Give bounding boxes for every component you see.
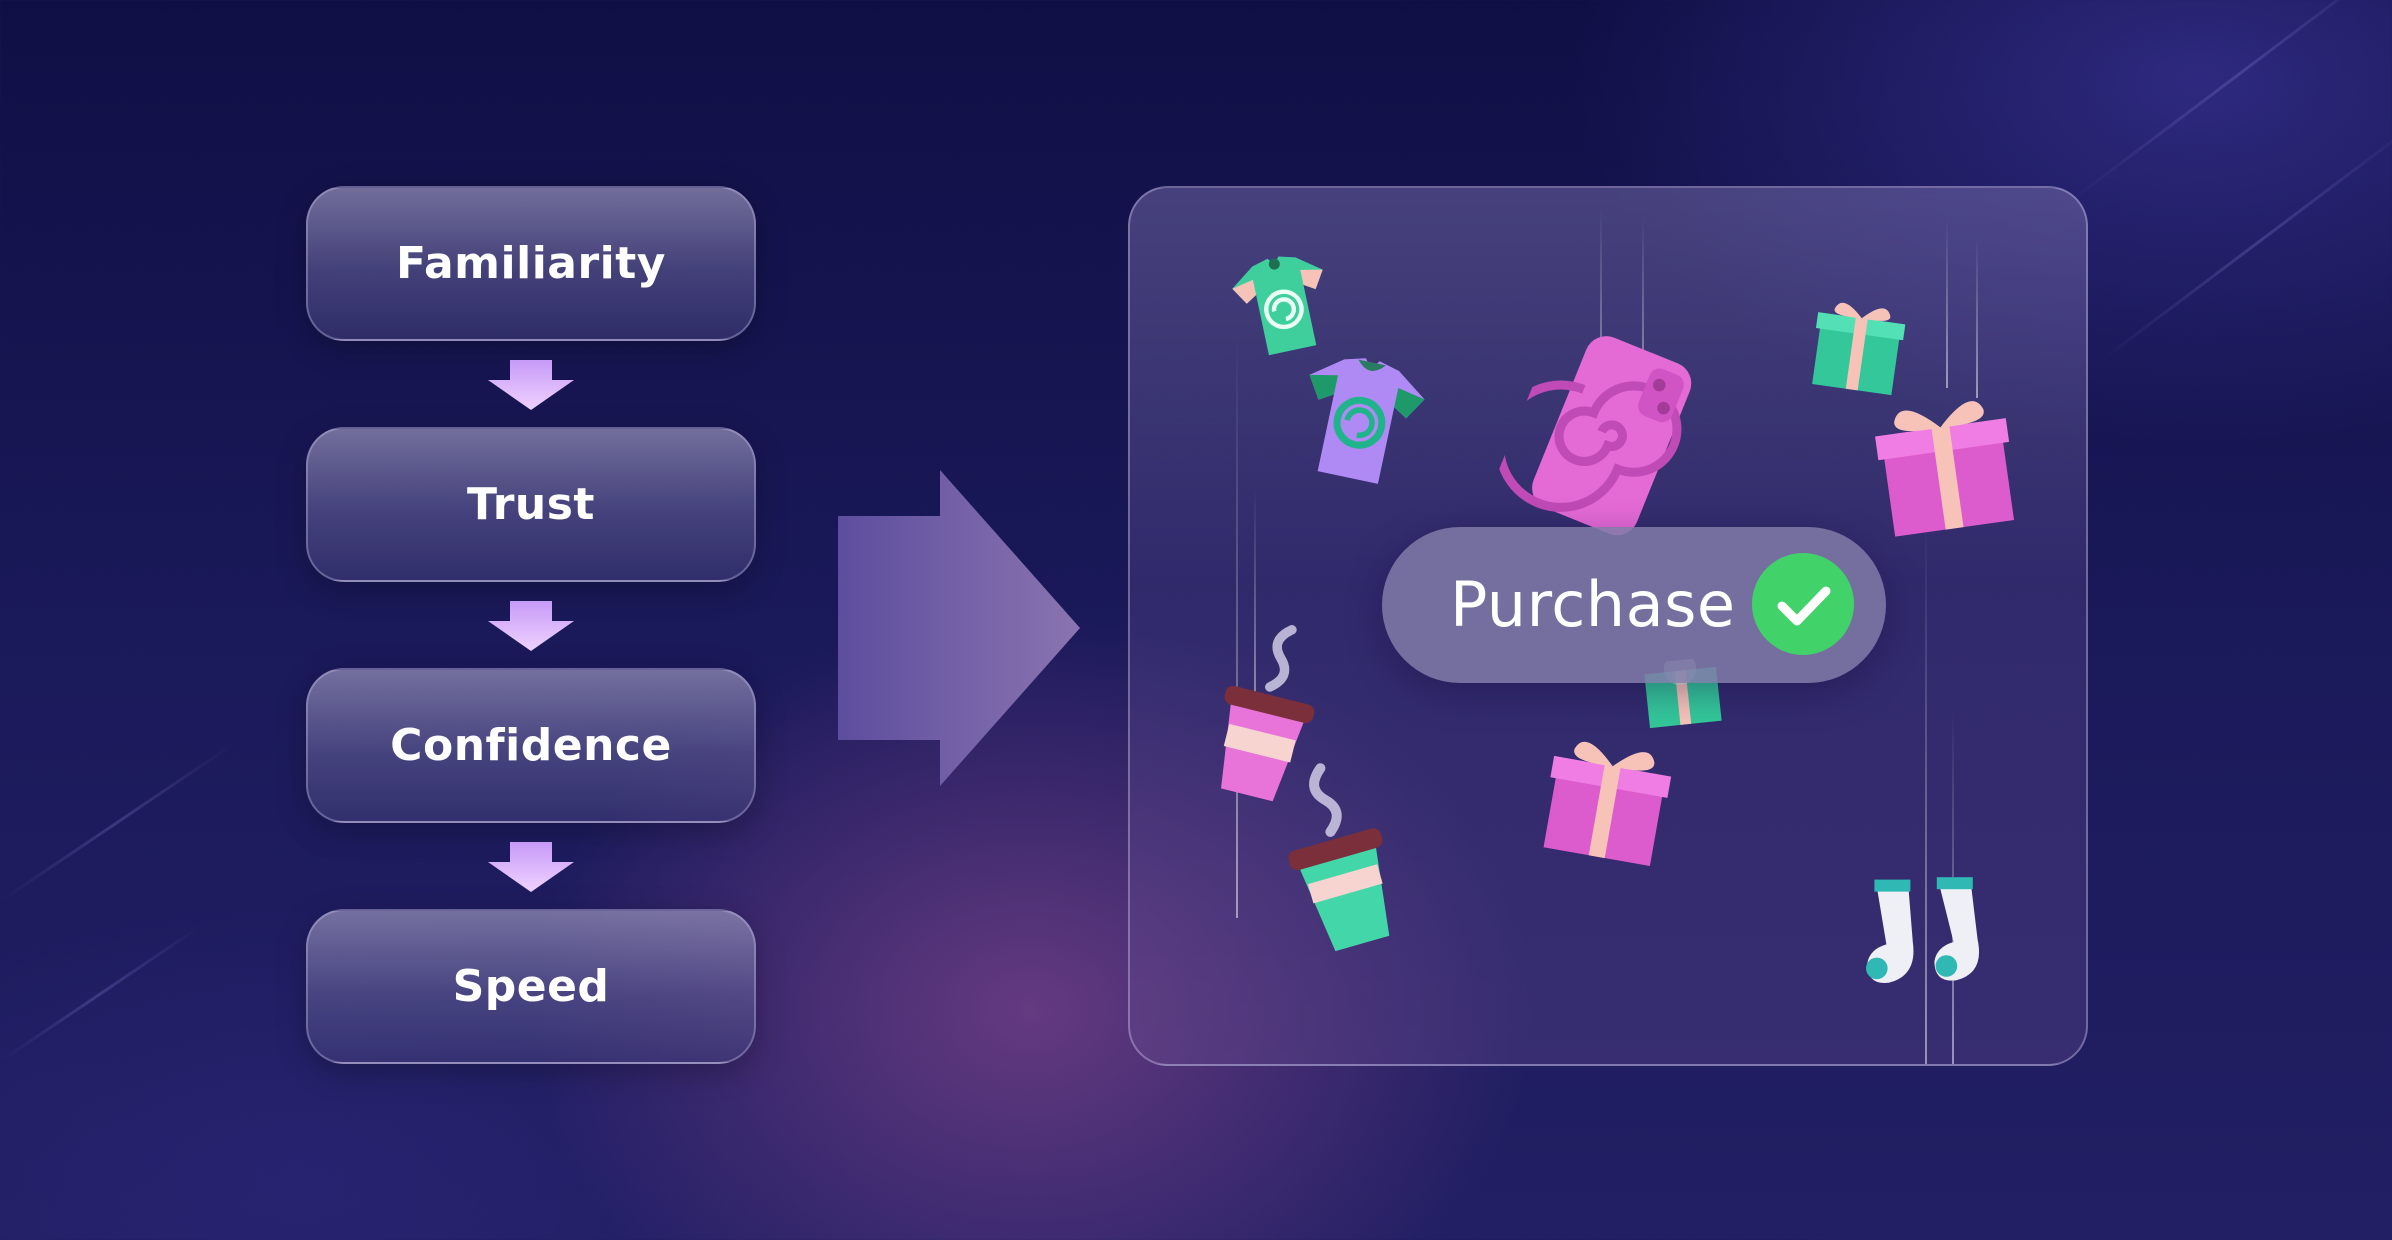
flow-step-confidence: Confidence (306, 668, 756, 823)
gift-box-icon (1543, 741, 1672, 867)
arrow-down-icon (488, 360, 574, 410)
hanging-string (1925, 518, 1927, 1064)
hanging-string (1254, 488, 1256, 728)
hanging-string (1946, 218, 1948, 388)
arrow-down-icon (488, 601, 574, 651)
check-icon (1752, 553, 1854, 655)
arrow-down-icon (488, 842, 574, 892)
tshirt-icon (1309, 358, 1425, 484)
flow-step-trust: Trust (306, 427, 756, 582)
flow-step-label: Familiarity (396, 238, 666, 289)
gift-box-icon (1875, 401, 2015, 537)
flow-step-familiarity: Familiarity (306, 186, 756, 341)
purchase-pill: Purchase (1382, 527, 1886, 683)
flow-step-label: Confidence (390, 720, 672, 771)
hanging-string (1236, 338, 1238, 918)
background-streak (2099, 119, 2392, 363)
coffee-cup-icon (1288, 763, 1390, 952)
hanging-string (1976, 238, 1978, 398)
socks-icon (1866, 877, 1980, 984)
background-streak (0, 926, 200, 1063)
tshirt-icon (1232, 256, 1323, 356)
background-streak (2069, 0, 2392, 203)
hanging-string (1600, 208, 1602, 418)
background-streak (0, 743, 233, 903)
flow-step-label: Trust (467, 479, 595, 530)
hanging-string (1642, 218, 1644, 408)
arrow-right-icon (838, 470, 1080, 786)
phone-case-icon (1495, 336, 1692, 536)
flow-step-speed: Speed (306, 909, 756, 1064)
gift-box-icon (1812, 302, 1906, 396)
coffee-cup-icon (1221, 625, 1315, 802)
flow-step-label: Speed (452, 961, 610, 1012)
purchase-label: Purchase (1450, 568, 1736, 641)
